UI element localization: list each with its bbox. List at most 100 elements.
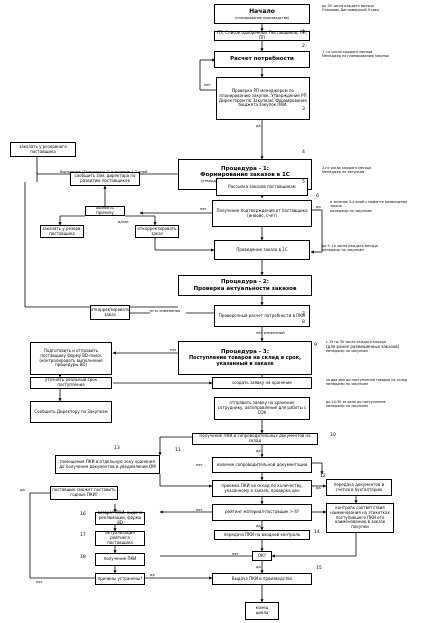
note-r1: 1 -го числа каждого месяца Менеджер по п… [322, 50, 410, 59]
edge-label-yes-2: да [316, 205, 321, 209]
step-number: 7 [302, 312, 305, 317]
supplier-can-deliver: поставщик сможет поставить годные ПКИ? [50, 486, 118, 500]
edge-label-yes-3: да [256, 449, 261, 453]
note-r6-line-1: в течение 3-х дней с момента размещения … [330, 200, 408, 209]
note-r1-line-1: 1 -го числа каждого месяца [322, 50, 373, 54]
step-number: 10 [330, 433, 336, 438]
adjust-order: откорректировать заказ [135, 225, 179, 238]
step-number: 11 [175, 448, 181, 453]
edge-label-yes-6: да [256, 565, 261, 569]
step-9-storage-request: создать заявку на хранение [212, 377, 312, 389]
step-number: 14 [314, 530, 320, 535]
note-r7-line-2: менеджер по закупкам [322, 248, 364, 253]
edge-label-yes-5: да [256, 524, 261, 528]
note-r10-line-1: за два дня до поступления товаров на скл… [326, 378, 408, 382]
note-r11-line-2: менеджер по закупкам [326, 404, 368, 409]
step-number: 1 [302, 30, 305, 35]
edge-label-changes: есть изменения [150, 309, 181, 313]
step-number: 12 [320, 474, 326, 479]
note-r10-line-2: менеджер по закупкам [326, 382, 368, 387]
end-line-2: цикла [255, 610, 269, 615]
reasons-fixed: причины устранены? [95, 573, 145, 585]
step-number: 6 [316, 194, 319, 199]
adjust-order-2: откорректировать заказ [90, 305, 130, 320]
procedure-1-title: Процедура - 1: [221, 165, 269, 172]
note-r6-line-2: менеджер по закупкам [330, 208, 372, 213]
inform-deputy-director: сообщить зам. директора по развитию пост… [70, 172, 140, 186]
procedure-3: Процедура - 3: Поступление товаров на ск… [178, 341, 312, 375]
step-17-update-rating: актуализация рейтинга поставщика [95, 530, 145, 546]
edge-label-or: и/или [118, 220, 129, 224]
step-6-get-confirmation: Получение подтверждения от поставщика (и… [212, 200, 312, 227]
step-15-issue-production: Выдача ПКИ в производство [212, 573, 312, 585]
step-3-review: Проверка РП менеджером по планированию з… [216, 77, 310, 120]
note-r11-line-1: до 14:30 за день до поступления [326, 400, 386, 404]
step-number: 13 [114, 446, 120, 451]
note-r7: до 5 -го числа каждого месяца менеджер п… [322, 244, 410, 253]
control-labels: контроль соответствия наименования на эт… [326, 503, 394, 533]
step-number: 2 [302, 44, 305, 49]
edge-label-no-changes: нет изменений [256, 331, 285, 335]
step-number: 8 [302, 320, 305, 325]
start-title: Начало [249, 8, 275, 16]
step-12-acceptance: приемка ПКИ на склад по количеству, указ… [212, 480, 312, 497]
note-r11: до 14:30 за день до поступления менеджер… [326, 400, 420, 409]
procedure-3-main: Поступление товаров на склад в срок, ука… [188, 355, 302, 368]
step-16-return: возврат ПКИ, выдача рекламации, форма 8D [95, 510, 145, 525]
step-number: 18 [80, 555, 86, 560]
note-r4-line-1: 2-го числа каждого месяца [322, 166, 372, 170]
edge-label-yes-4: да [316, 486, 321, 490]
step-1-inputs: ПЗ, Список одобренных Поставщиков, ПП, П… [214, 30, 310, 41]
edge-label-no-7: нет [36, 580, 43, 584]
step-13-separate-storage: помещение ПКИ в отдельную зону хранения … [55, 455, 160, 474]
step-9b-send-request: отправить заявку на хранение сотруднику,… [214, 397, 310, 420]
start-box: Начало (планирование производства) [214, 4, 310, 24]
report-director: Сообщить Директору по Закупкам [30, 401, 112, 423]
procedure-3-title: Процедура - 3: [221, 348, 269, 355]
order-reserve-2: заказать у резерв. поставщика [40, 225, 84, 238]
clarify-delivery-date: уточнить реальный срок поступления [30, 377, 112, 389]
step-number: 17 [80, 533, 86, 538]
edge-label-run-proc1: Выполнить "Процедуру-1" в течение 1-2 дн… [60, 170, 148, 174]
note-r6: в течение 3-х дней с момента размещения … [330, 200, 410, 213]
note-r4: 2-го числа каждого месяца Менеджер по за… [322, 166, 410, 175]
step-number: 9 [314, 343, 317, 348]
note-r7-line-1: до 5 -го числа каждого месяца [322, 244, 378, 248]
note-r4-line-2: Менеджер по закупкам [322, 170, 365, 175]
edge-label-no-6: нет [232, 552, 239, 556]
prepare-8d-form: Подготовить и отправить поставщику форму… [30, 342, 112, 375]
edge-label-no-4: нет [196, 463, 203, 467]
edge-label-yes-8: да [20, 488, 25, 492]
edge-label-no-5: нет [196, 508, 203, 512]
note-r1-line-2: Менеджер по планированию закупок [322, 54, 390, 59]
top-note-line-1: до 30 числа каждого месяца [322, 4, 374, 8]
note-r9-line-3: менеджер по закупкам [326, 349, 368, 354]
top-note-line-2: Плановик Дипломерской Отдел [322, 8, 380, 13]
procedure-2: Процедура - 2: Проверка актуальности зак… [178, 275, 312, 296]
edge-label-no-3: нет [170, 348, 177, 352]
step-2-calc-needs: Расчет потребности [214, 51, 310, 68]
ok-decision: ОК? [252, 551, 272, 561]
start-subtitle: (планирование производства) [234, 15, 290, 20]
edge-label-yes-7: да [150, 573, 155, 577]
step-14-incoming-control: передача ПКИ на входной контроль [214, 530, 310, 540]
step-8-verify-needs: Проверочный расчет потребности в ПКИ [214, 305, 310, 327]
step-number: 4 [302, 150, 305, 155]
end-box: конец цикла [245, 602, 279, 620]
step-number: 15 [316, 566, 322, 571]
step-5-send-orders: Рассылка заказов поставщикам [216, 178, 308, 196]
transfer-docs: передача документов и счетов в бухгалтер… [326, 479, 392, 496]
step-18-get-goods: получение ПКИ [95, 553, 145, 566]
note-r9: с 15 по 30 число каждого месяца (для ран… [326, 340, 420, 354]
end-line-1: конец [255, 605, 269, 611]
note-r10: за два дня до поступления товаров на скл… [326, 378, 420, 387]
step-11-docs-present: наличие сопроводительной документации [212, 457, 312, 473]
step-number: 16 [80, 512, 86, 517]
note-r9-line-1: с 15 по 30 число каждого месяца [326, 340, 386, 344]
note-r9-line-2: (для ранее размещенных заказов) [326, 344, 400, 350]
edge-label-yes-1: да [256, 124, 261, 128]
step-10-receive-goods: Получение ПКИ и сопроводительных докумен… [192, 433, 318, 445]
find-reason: выявить причину [85, 205, 125, 216]
rating-decision: рейтинг материал-поставщик > 4? [212, 504, 312, 521]
edge-label-no-2: нет [200, 207, 207, 211]
